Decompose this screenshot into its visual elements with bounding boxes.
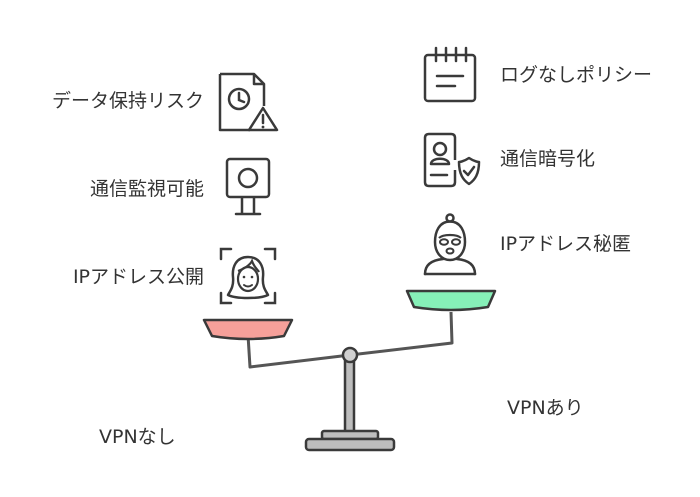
- masked-person-icon: [423, 213, 477, 276]
- label-traffic-monitoring: 通信監視可能: [89, 178, 204, 200]
- label-no-log-policy: ログなしポリシー: [500, 64, 653, 86]
- calendar-note-icon: [423, 46, 477, 103]
- document-clock-warning-icon: [218, 72, 279, 132]
- title-with-vpn: VPNあり: [507, 397, 584, 419]
- id-card-verified-icon: [423, 132, 481, 188]
- scale-pivot: [341, 346, 359, 364]
- label-ip-exposed: IPアドレス公開: [72, 266, 204, 288]
- left-pan: [202, 318, 294, 341]
- right-pan: [405, 289, 497, 312]
- scale-base: [304, 437, 396, 452]
- title-without-vpn: VPNなし: [99, 426, 176, 448]
- label-encryption: 通信暗号化: [500, 148, 596, 170]
- label-data-retention-risk: データ保持リスク: [51, 90, 204, 112]
- scale-post: [343, 354, 356, 440]
- face-recognition-icon: [219, 247, 277, 305]
- surveillance-camera-icon: [225, 157, 271, 216]
- label-ip-hidden: IPアドレス秘匿: [500, 233, 632, 255]
